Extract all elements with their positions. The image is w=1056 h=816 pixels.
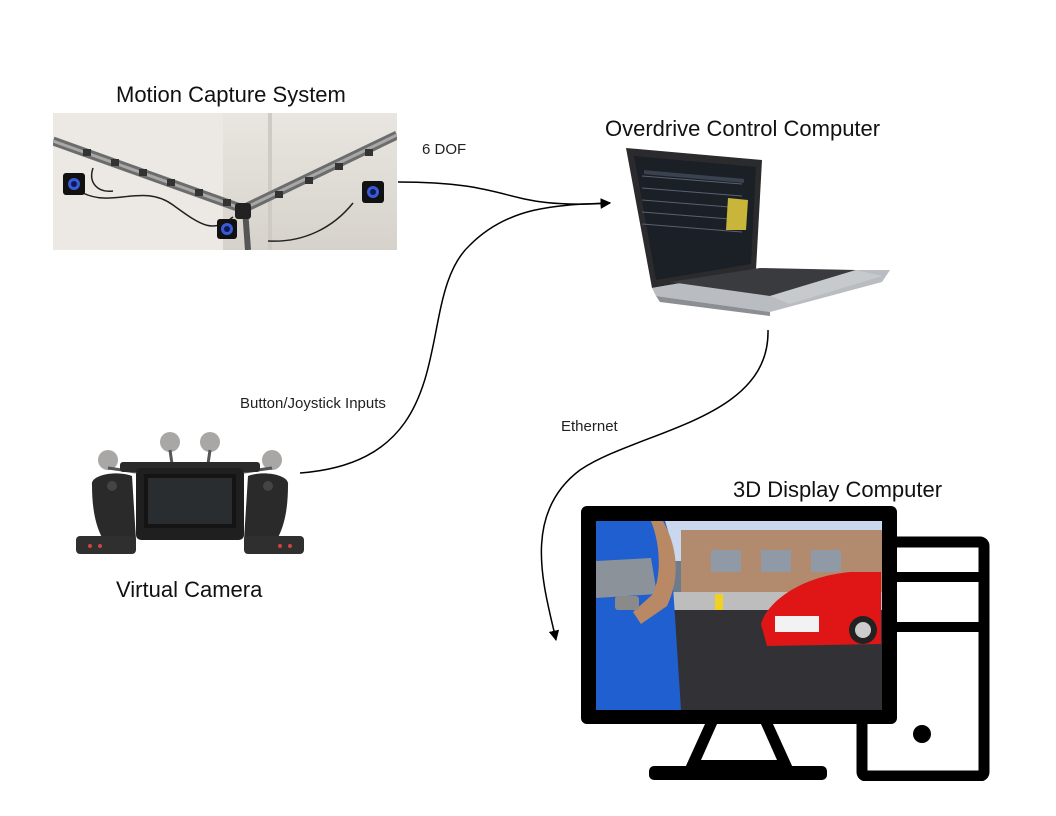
- virtual-camera-title: Virtual Camera: [116, 577, 263, 602]
- ethernet-edge-label: Ethernet: [561, 418, 618, 435]
- dof-edge-label: 6 DOF: [422, 141, 467, 158]
- ethernet-connector: [540, 329, 769, 642]
- inputs-connector: [299, 198, 612, 474]
- laptop-photo: [620, 146, 890, 316]
- display-computer-title: 3D Display Computer: [733, 477, 943, 502]
- screen-scene: [596, 521, 882, 710]
- dof-connector: [397, 181, 612, 209]
- desktop-computer-icon: [581, 506, 991, 782]
- vcam-controller-image: [76, 432, 304, 554]
- control-computer-title: Overdrive Control Computer: [605, 116, 881, 141]
- motion-capture-title: Motion Capture System: [116, 82, 346, 107]
- mocap-rig-image: [53, 113, 397, 250]
- vcam-controller-photo: [76, 430, 304, 558]
- mocap-rig-photo: [53, 113, 397, 250]
- laptop-image: [626, 148, 890, 316]
- inputs-edge-label: Button/Joystick Inputs: [240, 395, 386, 412]
